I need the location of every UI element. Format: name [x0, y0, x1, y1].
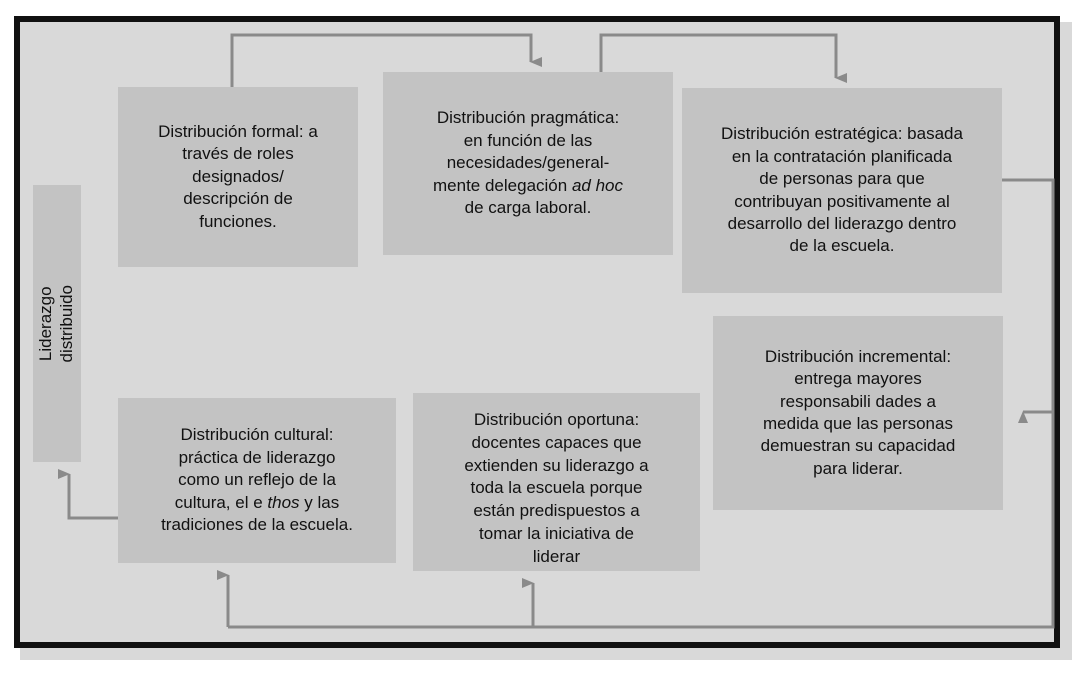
spine-line-2: distribuido: [57, 284, 76, 363]
node-distribucion-cultural[interactable]: Distribución cultural:práctica de lidera…: [118, 398, 396, 563]
diagram-outer-frame: [14, 16, 1060, 648]
node-pragmatica-label: Distribución pragmática:en función de la…: [433, 108, 623, 218]
node-distribucion-pragmatica[interactable]: Distribución pragmática:en función de la…: [383, 72, 673, 255]
node-distribucion-oportuna[interactable]: Distribución oportuna:docentes capaces q…: [413, 393, 700, 571]
node-distribucion-incremental[interactable]: Distribución incremental:entrega mayores…: [713, 316, 1003, 510]
node-incremental-label: Distribución incremental:entrega mayores…: [760, 346, 956, 478]
node-oportuna-label: Distribución oportuna:docentes capaces q…: [464, 410, 649, 566]
node-cultural-label: Distribución cultural:práctica de lidera…: [161, 425, 353, 535]
spine-line-1: Liderazgo: [36, 286, 56, 361]
